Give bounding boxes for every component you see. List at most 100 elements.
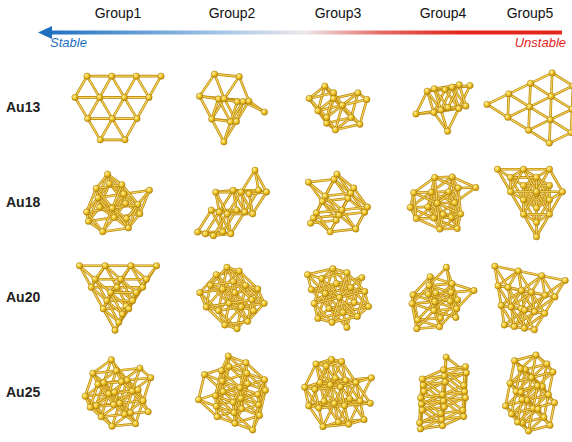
gold-atom [145, 409, 151, 415]
bond-highlight [511, 177, 537, 178]
bond-highlight [149, 76, 161, 97]
bond-highlight [231, 212, 245, 234]
bond [103, 208, 113, 232]
gold-atom [313, 210, 319, 216]
gold-atom [515, 268, 521, 274]
bond [548, 120, 552, 143]
bond [511, 176, 537, 179]
gold-atom [353, 226, 359, 232]
bond-highlight [100, 76, 112, 97]
bond-highlight [550, 192, 563, 215]
gold-atom [426, 282, 432, 288]
bond-highlight [206, 303, 229, 307]
gold-atom [531, 327, 537, 333]
gold-atom [433, 290, 439, 296]
gold-atom [95, 195, 101, 201]
bond-highlight [429, 285, 434, 310]
gold-atom [85, 218, 91, 224]
bond [351, 288, 369, 307]
gold-atom [221, 139, 227, 145]
gold-atom [526, 104, 532, 110]
gold-atom [562, 277, 568, 283]
gold-atom [318, 275, 324, 281]
gold-atom [334, 171, 340, 177]
bond [112, 117, 137, 120]
gold-atom [101, 380, 107, 386]
gold-atom [437, 315, 443, 321]
bond-highlight [524, 214, 537, 237]
gold-atom [96, 94, 102, 100]
bond-highlight [87, 76, 112, 77]
gold-atom [111, 214, 117, 220]
bond [311, 290, 329, 309]
gold-atom [261, 109, 267, 115]
gold-atom [344, 324, 350, 330]
bond [227, 213, 252, 216]
gold-atom [438, 107, 444, 113]
bond-highlight [88, 97, 100, 118]
bond-highlight [132, 391, 148, 412]
bond [105, 264, 131, 267]
gold-atom [456, 105, 462, 111]
bond [112, 97, 124, 118]
bond-highlight [498, 169, 524, 170]
bond [552, 73, 572, 86]
gold-atom [263, 189, 269, 195]
gold-atom [250, 307, 256, 313]
gold-atom [452, 200, 458, 206]
gold-atom [109, 423, 115, 429]
gold-atom [508, 304, 514, 310]
bond-highlight [75, 76, 87, 97]
gold-cluster [82, 357, 154, 430]
gold-atom [428, 189, 434, 195]
bond-highlight [314, 303, 332, 322]
gold-cluster [76, 263, 160, 334]
gold-atom [255, 187, 261, 193]
bond [330, 229, 356, 232]
bond [225, 321, 248, 325]
bond-highlight [337, 284, 355, 303]
bond [524, 168, 550, 171]
gold-atom [133, 289, 139, 295]
gold-atom [520, 211, 526, 217]
bond [309, 98, 327, 117]
bond [75, 97, 88, 118]
gold-atom [97, 204, 103, 210]
bond-highlight [218, 99, 230, 122]
bond [75, 96, 100, 99]
gold-cluster [305, 171, 370, 235]
gold-cluster [494, 166, 565, 240]
gold-atom [413, 111, 419, 117]
bond-highlight [498, 169, 511, 192]
bond [529, 130, 550, 143]
gold-atom [344, 269, 350, 275]
bond [88, 117, 113, 120]
bond [550, 109, 572, 119]
bond-highlight [241, 170, 255, 192]
bond-highlight [509, 83, 531, 93]
bond [224, 77, 239, 99]
bond [88, 97, 100, 118]
bond [112, 76, 125, 97]
bond [354, 188, 368, 207]
bond-highlight [224, 77, 239, 99]
bond [550, 120, 571, 133]
gold-atom [100, 228, 106, 234]
gold-atom [333, 217, 339, 223]
bond [213, 214, 227, 236]
gold-atom [211, 71, 217, 77]
bond-highlight [551, 73, 553, 96]
gold-atom [333, 280, 339, 286]
gold-atom [425, 204, 431, 210]
gold-atom [132, 421, 138, 427]
bond [124, 96, 149, 99]
gold-atom [233, 118, 239, 124]
gold-atom [456, 82, 462, 88]
bond [199, 375, 205, 400]
bond-highlight [101, 414, 125, 417]
gold-atom [339, 207, 345, 213]
bond [316, 213, 330, 232]
bond [227, 192, 241, 214]
bond-highlight [313, 196, 325, 218]
bond [100, 119, 112, 140]
